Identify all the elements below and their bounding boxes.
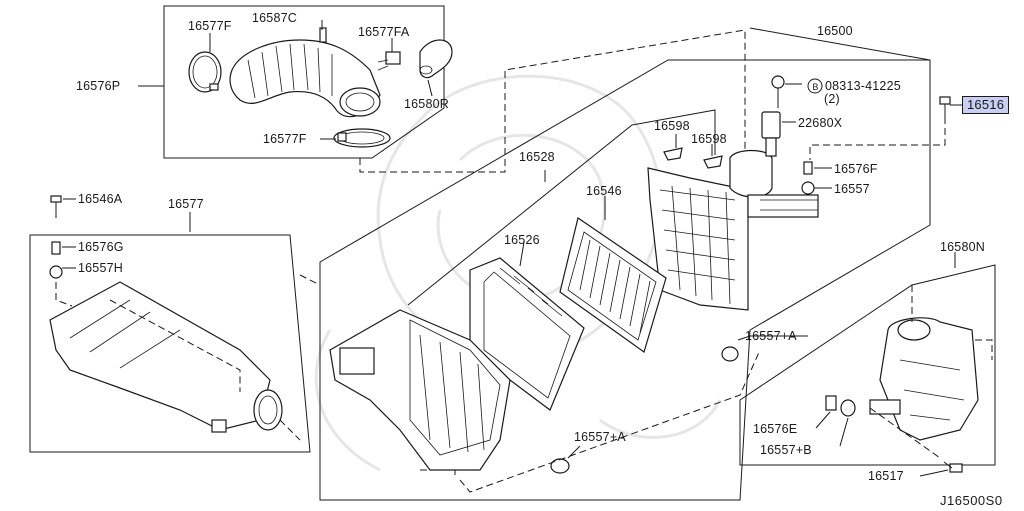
label-16546: 16546	[586, 184, 622, 198]
resonator-16580N	[869, 317, 979, 441]
label-16576P: 16576P	[76, 79, 121, 93]
main-housing-outline	[319, 59, 931, 501]
label-16557A-upper: 16557+A	[745, 329, 797, 343]
label-16576E: 16576E	[753, 422, 798, 436]
grommet-16576E	[825, 395, 837, 411]
clip-16598-a	[663, 147, 683, 161]
label-16577F-bottom: 16577F	[263, 132, 307, 146]
bolt-16516	[939, 96, 951, 124]
label-16576F: 16576F	[834, 162, 878, 176]
label-16516-highlighted[interactable]: 16516	[962, 96, 1010, 114]
label-08313-41225: 08313-41225	[825, 79, 901, 93]
label-16546A: 16546A	[78, 192, 123, 206]
label-16577F-top: 16577F	[188, 19, 232, 33]
label-16557H: 16557H	[78, 261, 123, 275]
bolt-16517	[943, 461, 963, 473]
label-16517: 16517	[868, 469, 904, 483]
sensor-22680X	[761, 111, 781, 157]
clip-16577FA	[377, 51, 401, 71]
clip-16598-b	[703, 155, 723, 169]
label-16528: 16528	[519, 150, 555, 164]
filter-element-16526	[469, 257, 585, 411]
resonator-16577	[49, 281, 283, 433]
hose-16580R	[419, 39, 453, 79]
label-16526: 16526	[504, 233, 540, 247]
screw-08313-41225	[771, 75, 785, 108]
label-16557B: 16557+B	[760, 443, 812, 457]
label-16577: 16577	[168, 197, 204, 211]
label-08313-qty: (2)	[824, 92, 840, 106]
clamp-16577F-bottom	[333, 128, 391, 148]
grommet-16557	[801, 181, 815, 195]
grommet-16557A-lower	[550, 458, 570, 474]
clamp-16577F-top	[188, 51, 222, 93]
label-16587C: 16587C	[252, 11, 297, 25]
label-16580R: 16580R	[404, 97, 449, 111]
label-16598-b: 16598	[691, 132, 727, 146]
grommet-16557H	[49, 265, 63, 279]
upper-housing-16500	[647, 149, 819, 311]
label-22680X: 22680X	[798, 116, 843, 130]
bolt-16546A	[50, 195, 62, 218]
label-16500: 16500	[817, 24, 853, 38]
lower-housing-16528	[329, 309, 511, 471]
label-16576G: 16576G	[78, 240, 124, 254]
filter-16546	[559, 217, 667, 353]
label-08313-marker: B	[812, 82, 819, 92]
label-16557: 16557	[834, 182, 870, 196]
grommet-16576F	[803, 161, 813, 175]
label-16580N: 16580N	[940, 240, 985, 254]
label-16557A-lower: 16557+A	[574, 430, 626, 444]
inset-box-resonator	[29, 234, 311, 453]
air-duct-16576P	[229, 27, 381, 118]
grommet-16557A-upper	[721, 346, 739, 362]
diagram-code: J16500S0	[940, 493, 1003, 508]
label-16577FA: 16577FA	[358, 25, 410, 39]
grommet-16576G	[51, 241, 61, 255]
label-16598-a: 16598	[654, 119, 690, 133]
inset-box-16580N	[739, 264, 996, 466]
inset-box-duct	[163, 5, 445, 159]
grommet-16557B	[840, 399, 856, 417]
